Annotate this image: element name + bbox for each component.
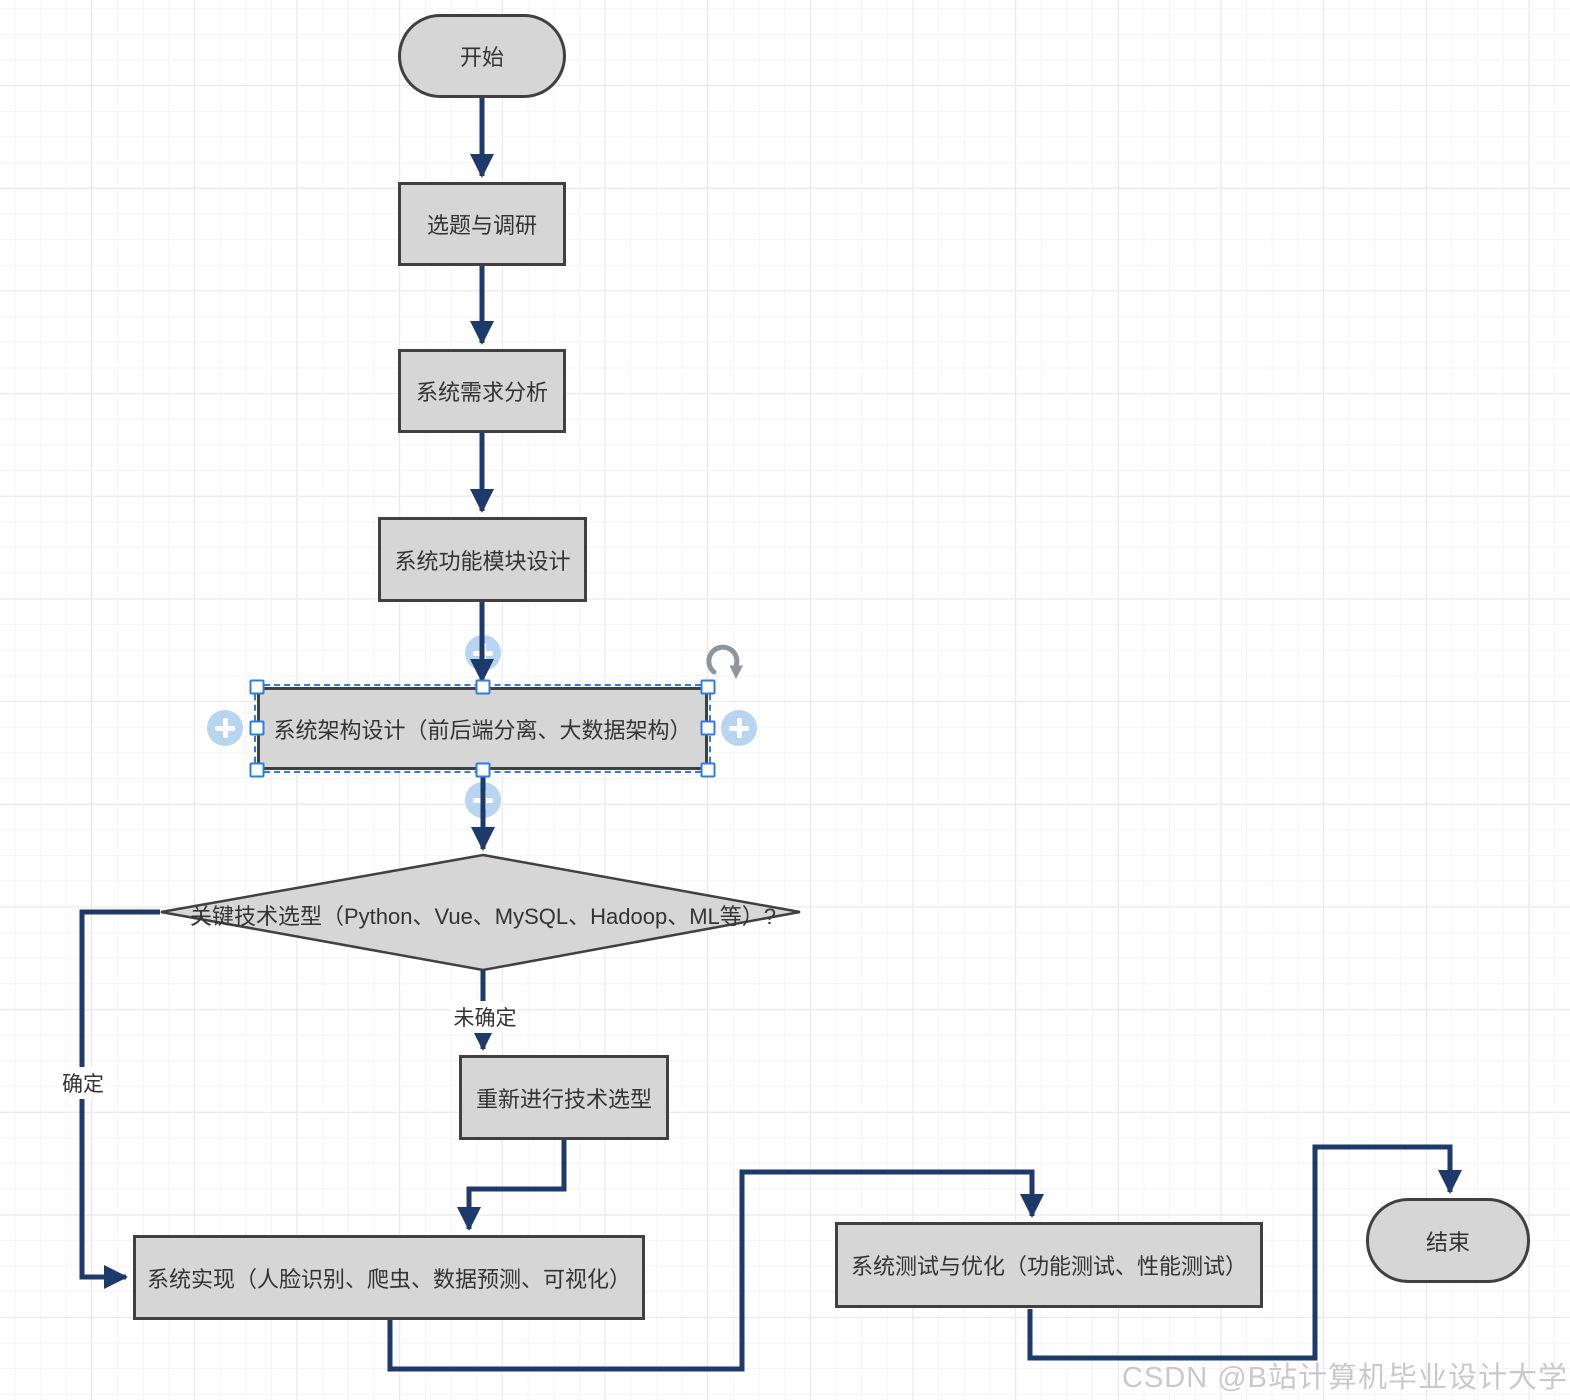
resize-handle-e[interactable] [700, 720, 716, 736]
edge-label-determined: 确定 [59, 1067, 107, 1099]
connector-reselect-implementation[interactable] [457, 1140, 567, 1231]
edge-label-undetermined: 未确定 [450, 1001, 520, 1033]
node-architecture-label: 系统架构设计（前后端分离、大数据架构） [273, 717, 692, 743]
node-module-design[interactable]: 系统功能模块设计 [378, 517, 587, 602]
node-start-label: 开始 [459, 45, 504, 70]
node-requirements[interactable]: 系统需求分析 [398, 349, 566, 433]
node-end-label: 结束 [1425, 1229, 1470, 1255]
resize-handle-n[interactable] [475, 679, 491, 695]
resize-handle-se[interactable] [700, 762, 716, 778]
node-testing-label: 系统测试与优化（功能测试、性能测试） [850, 1254, 1247, 1279]
connector-testing-end[interactable] [1027, 1144, 1462, 1361]
node-decision-label[interactable]: 关键技术选型（Python、Vue、MySQL、Hadoop、ML等）? [189, 904, 777, 929]
connector-implementation-testing[interactable] [387, 1169, 1044, 1372]
node-architecture[interactable]: 系统架构设计（前后端分离、大数据架构） [257, 687, 708, 770]
node-end[interactable]: 结束 [1366, 1198, 1530, 1283]
rotate-icon[interactable] [705, 643, 747, 685]
connect-plus-right-icon[interactable] [721, 710, 757, 746]
node-testing[interactable]: 系统测试与优化（功能测试、性能测试） [835, 1222, 1263, 1308]
resize-handle-ne[interactable] [700, 679, 716, 695]
node-implementation[interactable]: 系统实现（人脸识别、爬虫、数据预测、可视化） [133, 1235, 645, 1320]
node-start[interactable]: 开始 [398, 14, 566, 98]
node-implementation-label: 系统实现（人脸识别、爬虫、数据预测、可视化） [146, 1266, 631, 1292]
node-reselect-label: 重新进行技术选型 [475, 1086, 652, 1112]
node-requirements-label: 系统需求分析 [415, 380, 548, 405]
resize-handle-sw[interactable] [249, 762, 265, 778]
node-reselect[interactable]: 重新进行技术选型 [459, 1055, 669, 1140]
node-research-label: 选题与调研 [426, 213, 537, 238]
watermark: CSDN @B站计算机毕业设计大学 [1121, 1362, 1568, 1394]
node-module-design-label: 系统功能模块设计 [394, 548, 571, 574]
resize-handle-s[interactable] [475, 762, 491, 778]
node-research[interactable]: 选题与调研 [398, 182, 566, 266]
connect-plus-left-icon[interactable] [207, 710, 243, 746]
resize-handle-nw[interactable] [249, 679, 265, 695]
resize-handle-w[interactable] [249, 720, 265, 736]
